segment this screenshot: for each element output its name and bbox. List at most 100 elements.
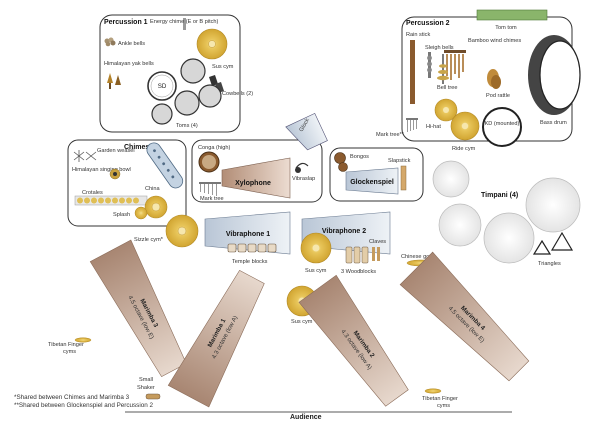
audience-label: Audience [290,414,322,421]
claves-icon [372,247,380,261]
timpani-area: Timpani (4) Triangles [432,160,581,267]
xylophone-area: Glock Conga (high) Xylophone Vibraslap M… [191,112,328,203]
small-shaker-label-1: Small [139,377,153,383]
woodblocks-icon [345,246,369,264]
tibetan-finger-cymbals-right-icon [424,388,442,394]
vibraslap-label: Vibraslap [292,176,315,182]
footnote-2: **Shared between Glockenspiel and Percus… [14,402,153,409]
xylophone-label: Xylophone [235,180,271,187]
vibraslap-icon [295,162,309,173]
timpani-label: Timpani (4) [481,192,518,199]
vibraphone1-icon [204,211,291,255]
temple-blocks-icon [227,243,277,253]
tibetan-finger-cymbals-left-icon [74,337,92,343]
snare-drum-icon [147,71,177,101]
marimba1-icon: Marimba 1 4.3 octave (low A) [167,269,265,408]
energy-chime-shape [183,18,186,30]
tibetan-finger-cyms-left-label-1: Tibetan Finger [48,342,84,348]
ankle-bells-label: Ankle bells [118,41,145,47]
percussion2-title: Percussion 2 [406,20,450,27]
chimes-title: Chimes [124,144,149,151]
bongos-label: Bongos [350,154,369,160]
sus-cym-center-label: Sus cym [291,319,313,325]
crotales-label: Crotales [82,190,103,196]
percussion1-title: Percussion 1 [104,19,148,26]
bamboo-wind-chimes-label: Bamboo wind chimes [468,38,521,44]
vibraphone1-label: Vibraphone 1 [226,231,270,238]
glock-box-icon [285,112,328,151]
pod-rattle-label: Pod rattle [486,93,510,99]
sus-cym-p1-label: Sus cym [212,64,234,70]
himalayan-singing-bowl-label: Himalayan singing bowl [72,167,131,173]
marimba4-icon: Marimba 4 4.5 octave (low E) [399,251,530,382]
sleigh-bells-icon [427,52,432,78]
conga-label: Conga (high) [198,145,230,151]
glockenspiel-label: Glockenspiel [350,179,394,186]
small-shaker-icon [145,393,161,400]
tibetan-finger-cyms-right-label-1: Tibetan Finger [422,396,458,402]
crotales-icon [74,195,148,206]
bell-tree-icon [437,54,449,84]
sleigh-bells-label: Sleigh bells [425,45,454,51]
percussion1-area: Percussion 1 Energy chime (E or B pitch)… [99,14,253,133]
bongo2-icon [338,162,348,172]
tom-tom-icon [476,9,548,21]
temple-blocks-label: Temple blocks [232,259,268,265]
vibraphone2-label: Vibraphone 2 [322,228,366,235]
timpani4-icon [483,212,535,264]
timpani1-icon [432,160,470,198]
woodblocks-label: 3 Woodblocks [341,269,376,275]
tom4-icon [151,103,173,125]
triangle2-icon [550,231,574,251]
timpani2-icon [525,177,581,233]
xylophone-icon [221,157,291,199]
vibraphone2-area: Vibraphone 2 Claves 3 Woodblocks Sus cym [300,211,391,275]
tom2-icon [198,84,222,108]
sizzle-cym-label: Sizzle cym* [134,237,164,243]
rain-stick-icon [410,40,415,104]
toms-label: Toms (4) [176,123,198,129]
chimes-area: Chimes Garden weasel Himalayan singing b… [67,139,199,248]
energy-chime-label: Energy chime (E or B pitch) [150,19,219,25]
garden-weasel-label: Garden weasel [97,148,135,154]
marimba2-icon: Marimba 2 4.3 octave (low A) [298,274,409,407]
mark-tree-label: Mark tree [200,196,224,202]
claves-label: Claves [369,239,386,245]
bass-drum-label: Bass drum [540,120,567,126]
slapstick-icon [400,165,407,191]
mark-tree-icon [199,182,221,196]
kick-drum-icon [482,107,522,147]
china-label: China [145,186,161,192]
timpani3-icon [438,203,482,247]
rain-stick-label: Rain stick [406,32,430,38]
tom1-icon [180,58,206,84]
percussion2-area: Percussion 2 Tom tom Rain stick Sleigh b… [376,9,581,152]
triangle1-icon [532,239,552,255]
kd-label: KD (mounted) [485,121,520,127]
snare-drum-label: SD [158,83,167,90]
mark-tree-p2-icon [406,118,418,132]
tom3-icon [174,90,200,116]
mark-tree-p2-label: Mark tree** [376,132,405,138]
pod-rattle-icon [487,69,501,89]
vibraphone1-area: Vibraphone 1 Temple blocks [204,211,291,265]
tibetan-finger-cyms-right-label-2: cyms [437,403,450,409]
bamboo-wind-chimes-icon [444,50,466,80]
tibetan-finger-cyms-left-label-2: cyms [63,349,76,355]
chimes-rack-icon [146,142,184,189]
cowbells-label: Cowbells (2) [222,91,253,97]
yak-bells-icon [107,73,121,89]
marimba3-icon: Marimba 3 4.5 octave (low E) [89,239,187,378]
footnote-1: *Shared between Chimes and Marimba 3 [14,394,130,401]
hi-hat-label: Hi-hat [426,124,441,130]
himalayan-yak-bells-label: Himalayan yak bells [104,61,154,67]
triangles-label: Triangles [538,261,561,267]
glockenspiel-icon [345,167,399,195]
bell-tree-label: Bell tree [437,85,458,91]
splash-cymbal-icon [134,206,148,220]
chinese-gong-label: Chinese gong [401,254,436,260]
splash-label: Splash [113,212,130,218]
bongo1-icon [334,152,346,164]
ride-cym-label: Ride cym [452,146,476,152]
